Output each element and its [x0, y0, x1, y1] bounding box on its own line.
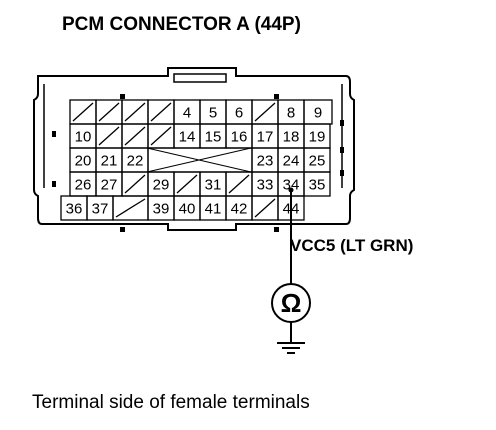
- terminal-number: 41: [205, 201, 222, 218]
- terminal-grid: 4 5 6 8 9 10 14 15 16 17 18 19 20 21 22 23 24 25 26 27 29 31 3…: [60, 99, 333, 221]
- connector-title: PCM CONNECTOR A (44P): [62, 14, 301, 35]
- terminal-number: 19: [309, 129, 326, 146]
- terminal-number: 9: [314, 105, 322, 122]
- terminal-number: 21: [101, 153, 118, 170]
- terminal-number: 10: [75, 129, 92, 146]
- terminal-number: 15: [205, 129, 222, 146]
- unused-terminal-slash: [150, 102, 172, 122]
- unused-terminal-slash: [228, 174, 250, 194]
- terminal-number: 33: [257, 177, 274, 194]
- terminal-number: 29: [153, 177, 170, 194]
- latch-mark: [340, 120, 344, 126]
- unused-terminal-slash: [115, 198, 146, 218]
- blank-block-x: [146, 147, 252, 173]
- terminal-number: 40: [179, 201, 196, 218]
- terminal-number: 42: [231, 201, 248, 218]
- terminal-number: 16: [231, 129, 248, 146]
- terminal-number: 17: [257, 129, 274, 146]
- terminal-number: 22: [127, 153, 144, 170]
- unused-terminal-slash: [124, 102, 146, 122]
- latch-mark: [52, 131, 56, 137]
- unused-terminal-slash: [98, 102, 120, 122]
- terminal-cell: [303, 171, 331, 197]
- ohm-symbol: Ω: [281, 288, 302, 318]
- connector-housing: [33, 67, 355, 231]
- latch-mark: [340, 147, 344, 153]
- terminal-number: 31: [205, 177, 222, 194]
- terminal-number: 6: [235, 105, 243, 122]
- terminal-number: 8: [287, 105, 295, 122]
- terminal-number: 5: [209, 105, 217, 122]
- terminal-number: 4: [183, 105, 191, 122]
- terminal-number: 14: [179, 129, 196, 146]
- signal-label: VCC5 (LT GRN): [290, 236, 414, 255]
- terminal-number: 24: [283, 153, 300, 170]
- unused-terminal-slash: [150, 126, 172, 146]
- latch-mark: [274, 227, 279, 232]
- unused-terminal-slash: [124, 126, 146, 146]
- latch-mark: [120, 94, 125, 99]
- terminal-number: 26: [75, 177, 92, 194]
- terminal-number: 25: [309, 153, 326, 170]
- unused-terminal-slash: [254, 198, 276, 218]
- latch-mark: [340, 170, 344, 176]
- latch-mark: [52, 181, 56, 187]
- terminal-number: 34: [283, 177, 300, 194]
- unused-terminal-slash: [176, 174, 198, 194]
- terminal-number: 36: [66, 201, 83, 218]
- terminal-number: 27: [101, 177, 118, 194]
- terminal-number: 18: [283, 129, 300, 146]
- terminal-number: 20: [75, 153, 92, 170]
- unused-terminal-slash: [124, 174, 146, 194]
- latch-mark: [120, 227, 125, 232]
- caption: Terminal side of female terminals: [32, 392, 310, 413]
- unused-terminal-slash: [72, 102, 94, 122]
- terminal-number: 23: [257, 153, 274, 170]
- terminal-number: 39: [153, 201, 170, 218]
- terminal-number: 35: [309, 177, 326, 194]
- unused-terminal-slash: [254, 102, 276, 122]
- blank-block: [147, 147, 253, 173]
- unused-terminal-slash: [98, 126, 120, 146]
- test-lead-dot: [288, 187, 294, 193]
- latch-mark: [274, 94, 279, 99]
- terminal-number: 37: [92, 201, 109, 218]
